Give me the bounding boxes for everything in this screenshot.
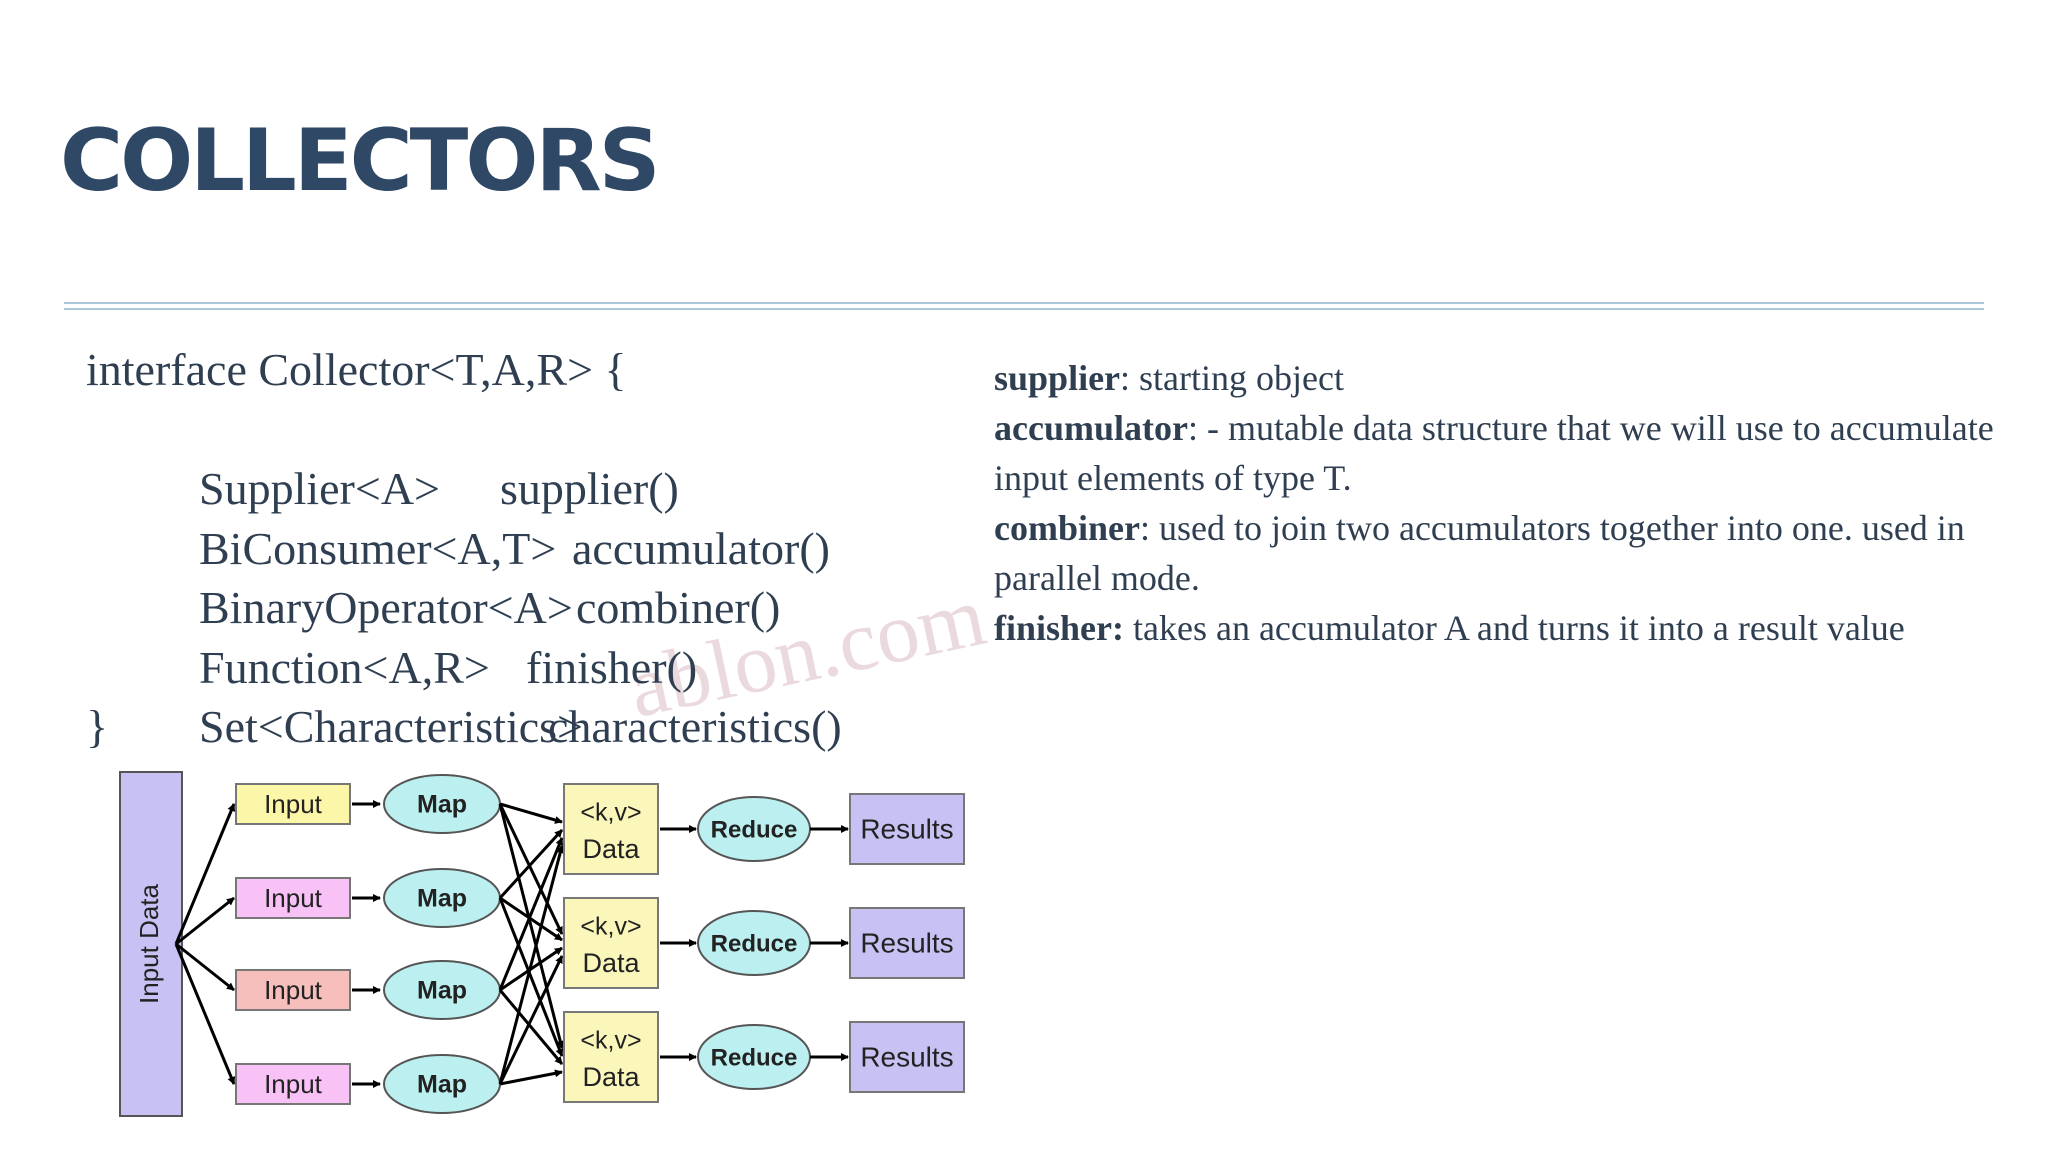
data-box bbox=[563, 1011, 659, 1103]
reduce-label: Reduce bbox=[711, 816, 798, 843]
map-label: Map bbox=[417, 1071, 467, 1099]
code-method: combiner() bbox=[576, 582, 781, 633]
data-label: Data bbox=[582, 1062, 640, 1092]
code-type: Function<A,R> bbox=[199, 641, 490, 693]
results-label: Results bbox=[860, 1041, 953, 1072]
input-box bbox=[235, 783, 351, 825]
code-interface-open: interface Collector<T,A,R> { bbox=[86, 344, 627, 395]
input-map-arrows bbox=[352, 800, 381, 1088]
code-type: BinaryOperator<A> bbox=[199, 582, 573, 633]
input-label: Input bbox=[264, 975, 323, 1005]
input-data-label: Input Data bbox=[134, 883, 164, 1004]
slide-title: COLLECTORS bbox=[60, 111, 661, 211]
collector-interface-code: interface Collector<T,A,R> { Supplier<A>… bbox=[86, 340, 986, 757]
results-box bbox=[849, 1021, 965, 1093]
data-label: Data bbox=[582, 834, 640, 864]
map-label: Map bbox=[417, 791, 467, 819]
code-line-accumulator: BiConsumer<A,T> accumulator() bbox=[86, 459, 986, 574]
description-term: supplier bbox=[994, 358, 1121, 398]
code-method: characteristics() bbox=[548, 701, 842, 752]
data-reduce-arrows bbox=[660, 825, 697, 1061]
input-label: Input bbox=[264, 1069, 323, 1099]
description-text: : used to join two accumulators together… bbox=[994, 508, 1965, 598]
description-combiner: combiner: used to join two accumulators … bbox=[994, 503, 1994, 603]
reduce-label: Reduce bbox=[711, 930, 798, 957]
description-term: finisher: bbox=[994, 608, 1124, 648]
data-box bbox=[563, 783, 659, 875]
code-method: accumulator() bbox=[572, 522, 830, 574]
method-descriptions: supplier: starting object accumulator: -… bbox=[994, 353, 1994, 653]
description-text: : - mutable data structure that we will … bbox=[994, 408, 1994, 498]
code-line-supplier: Supplier<A> supplier() bbox=[86, 400, 986, 514]
data-kv-label: <k,v> bbox=[580, 913, 641, 941]
code-method: supplier() bbox=[500, 463, 679, 514]
results-label: Results bbox=[860, 927, 953, 958]
results-box bbox=[849, 793, 965, 865]
data-label: Data bbox=[582, 948, 640, 978]
map-label: Map bbox=[417, 885, 467, 913]
map-label: Map bbox=[417, 977, 467, 1005]
results-box bbox=[849, 907, 965, 979]
input-data-box bbox=[119, 771, 183, 1117]
title-divider-bottom bbox=[64, 308, 1984, 310]
input-label: Input bbox=[264, 883, 323, 913]
mapreduce-diagram: Input Data Input Input Input Input Map M… bbox=[119, 771, 965, 1117]
code-line-finisher: Function<A,R> finisher() bbox=[86, 578, 986, 693]
shuffle-arrows bbox=[498, 802, 565, 1086]
code-type: Supplier<A> bbox=[199, 463, 440, 514]
code-type: BiConsumer<A,T> bbox=[199, 522, 557, 574]
code-method: finisher() bbox=[526, 641, 698, 693]
results-label: Results bbox=[860, 813, 953, 844]
code-line-combiner: BinaryOperator<A>combiner() bbox=[86, 519, 986, 633]
code-interface-close: } bbox=[86, 701, 109, 752]
description-text: takes an accumulator A and turns it into… bbox=[1124, 608, 1905, 648]
description-supplier: supplier: starting object bbox=[994, 353, 1994, 403]
data-kv-label: <k,v> bbox=[580, 1027, 641, 1055]
data-kv-label: <k,v> bbox=[580, 799, 641, 827]
fanout-arrows bbox=[174, 803, 236, 1085]
description-text: : starting object bbox=[1120, 358, 1344, 398]
input-box bbox=[235, 1063, 351, 1105]
input-label: Input bbox=[264, 789, 323, 819]
data-box bbox=[563, 897, 659, 989]
input-box bbox=[235, 969, 351, 1011]
reduce-results-arrows bbox=[810, 825, 849, 1061]
reduce-label: Reduce bbox=[711, 1044, 798, 1071]
title-divider-top bbox=[64, 302, 1984, 304]
description-finisher: finisher: takes an accumulator A and tur… bbox=[994, 603, 1994, 653]
description-term: combiner bbox=[994, 508, 1140, 548]
description-term: accumulator bbox=[994, 408, 1188, 448]
input-box bbox=[235, 877, 351, 919]
code-line-characteristics: Set<Characteristics>characteristics() bbox=[86, 638, 986, 752]
code-type: Set<Characteristics> bbox=[199, 701, 583, 752]
description-accumulator: accumulator: - mutable data structure th… bbox=[994, 403, 1994, 503]
